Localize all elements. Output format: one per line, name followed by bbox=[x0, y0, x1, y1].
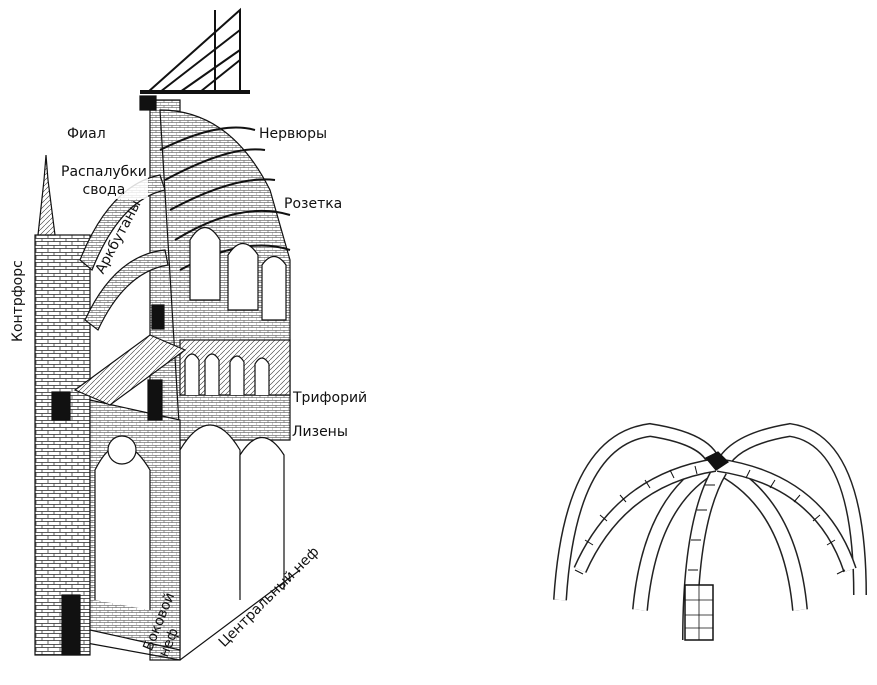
label-triforium: Трифорий bbox=[292, 390, 369, 406]
roof-truss bbox=[140, 7, 250, 94]
label-vault-webs: Распалубки свода bbox=[60, 163, 148, 199]
label-rosette: Розетка bbox=[283, 196, 344, 212]
label-ribs: Нервюры bbox=[258, 126, 329, 142]
label-finial: Фиал bbox=[66, 126, 107, 142]
label-lesenes: Лизены bbox=[291, 424, 349, 440]
buttress-and-aisle bbox=[34, 95, 187, 656]
label-buttress: Контрфорс bbox=[10, 259, 26, 343]
